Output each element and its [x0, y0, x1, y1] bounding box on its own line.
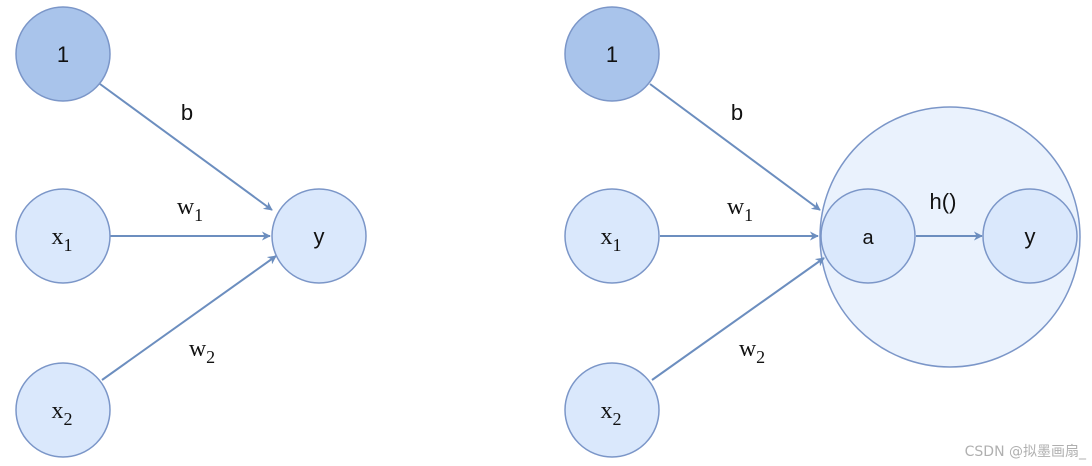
left-x1-node	[15, 188, 111, 284]
watermark-text: CSDN @拟墨画扇_	[965, 444, 1087, 460]
left-output-label: y	[314, 224, 325, 249]
left-output-node	[271, 188, 367, 284]
right-edge-w2-label: w2	[739, 336, 765, 367]
right-edge-bias	[649, 83, 821, 211]
right-diagram: 1 x1 x2 a y b w1 w2 h()	[564, 6, 1081, 458]
left-x2-label: x2	[52, 398, 73, 429]
left-edge-b-label: b	[181, 100, 193, 125]
right-a-node	[820, 188, 916, 284]
right-edge-w1-label: w1	[727, 194, 753, 225]
right-activation-label: h()	[930, 189, 957, 214]
right-x2-node	[564, 362, 660, 458]
right-output-node	[982, 188, 1078, 284]
left-edge-x2	[101, 255, 277, 381]
right-bias-label: 1	[606, 42, 618, 67]
left-edge-bias	[99, 83, 273, 211]
right-x2-label: x2	[601, 398, 622, 429]
left-diagram: 1 x1 x2 y b w1 w2	[15, 6, 367, 458]
right-a-label: a	[862, 227, 874, 249]
left-x1-label: x1	[52, 224, 73, 255]
right-bias-node	[564, 6, 660, 102]
left-bias-node	[15, 6, 111, 102]
right-edge-x2	[651, 257, 825, 381]
right-x1-label: x1	[601, 224, 622, 255]
left-bias-label: 1	[57, 42, 69, 67]
right-edge-b-label: b	[731, 100, 743, 125]
left-edge-w1-label: w1	[177, 194, 203, 225]
right-output-label: y	[1025, 224, 1036, 249]
left-x2-node	[15, 362, 111, 458]
right-x1-node	[564, 188, 660, 284]
left-edge-w2-label: w2	[189, 336, 215, 367]
